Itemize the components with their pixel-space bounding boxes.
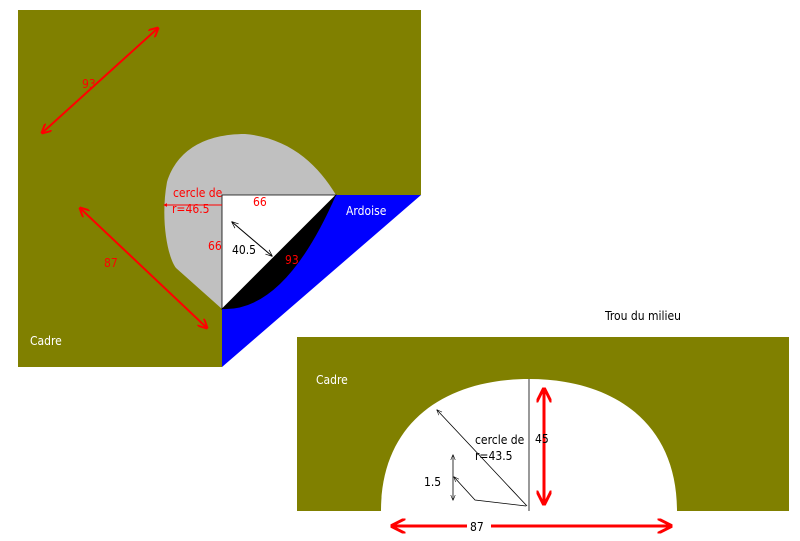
hypotenuse-value: 93: [285, 253, 299, 267]
frame-left-dimension: 87: [104, 256, 118, 270]
circle-label-2-line2: r=43.5: [475, 449, 513, 463]
height-value: 45: [535, 432, 549, 446]
circle-label-2-line1: cercle de: [475, 433, 525, 447]
dim-arrow-93: [42, 28, 158, 133]
circle-label-line2: r=46.5: [172, 202, 210, 216]
offset-arrow: [454, 477, 527, 507]
middle-hole-title: Trou du milieu: [604, 309, 681, 323]
cadre-label: Cadre: [30, 334, 62, 348]
offset-value: 1.5: [424, 475, 441, 489]
cadre-label-2: Cadre: [316, 373, 348, 387]
top-diagram: 93 87 cercle de r=46.5 66 66 40.5 93 Ard…: [18, 10, 421, 367]
frame-area-2: [297, 337, 789, 511]
radius-arrow-2: [437, 410, 528, 507]
width-value: 87: [470, 520, 484, 534]
circle-label-line1: cercle de: [173, 186, 223, 200]
inner-diag-arrow: [232, 222, 272, 256]
triangle-side-left: 66: [208, 239, 222, 253]
bottom-diagram: Trou du milieu Cadre cercle de r=43.5 45…: [297, 309, 789, 534]
dim-arrow-87: [80, 208, 207, 328]
ardoise-label: Ardoise: [346, 204, 387, 218]
width-label-bg: [467, 518, 491, 534]
inner-diagonal-value: 40.5: [232, 243, 256, 257]
frame-top-dimension: 93: [82, 77, 96, 91]
slate-area: [222, 195, 421, 367]
triangle-side-top: 66: [253, 195, 267, 209]
